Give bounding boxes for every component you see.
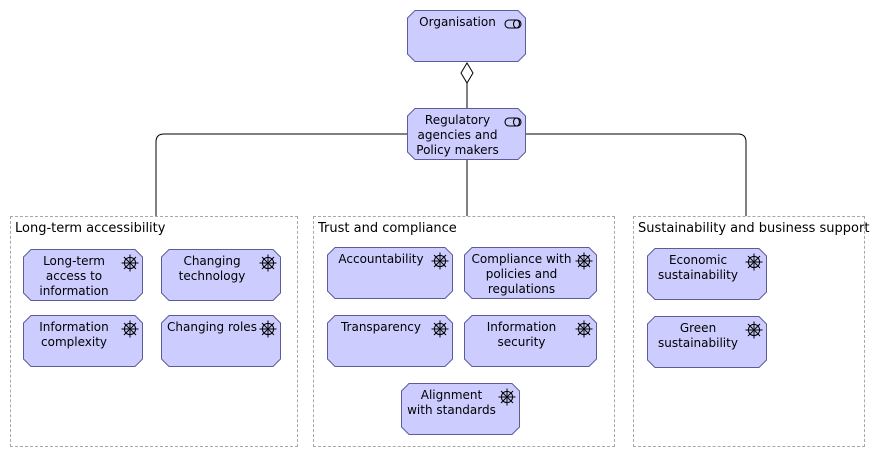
driver-changing-technology[interactable]: Changing technology [161, 249, 281, 301]
element-label: Alignment with standards [407, 388, 496, 417]
group-label: Trust and compliance [318, 221, 457, 236]
element-shape [407, 108, 526, 160]
element-label: Transparency [340, 320, 422, 334]
element-shape [23, 315, 143, 367]
driver-wheel-icon [745, 321, 763, 339]
driver-changing-roles[interactable]: Changing roles [161, 315, 281, 367]
group-sustainability[interactable]: Sustainability and business support [633, 216, 869, 447]
driver-transparency[interactable]: Transparency [327, 315, 453, 367]
element-label: Information complexity [39, 320, 109, 349]
driver-wheel-icon [121, 320, 139, 338]
element-shape [161, 249, 281, 301]
element-label: Economic sustainability [658, 253, 738, 282]
driver-wheel-icon [575, 252, 593, 270]
element-label: Information security [486, 320, 557, 349]
role-icon [504, 19, 522, 29]
driver-wheel-icon [575, 320, 593, 338]
element-label: Changing technology [178, 254, 246, 283]
driver-wheel-icon [121, 254, 139, 272]
aggregation-diamond [460, 62, 474, 84]
driver-wheel-icon [431, 320, 449, 338]
element-shape [161, 315, 281, 367]
actor-regulatory-agencies[interactable]: Regulatory agencies and Policy makers [407, 108, 526, 160]
driver-wheel-icon [431, 252, 449, 270]
group-label: Long-term accessibility [15, 221, 166, 236]
driver-alignment-with-standards[interactable]: Alignment with standards [401, 383, 520, 435]
element-shape [407, 10, 526, 62]
driver-accountability[interactable]: Accountability [327, 247, 453, 299]
element-label: Long-term access to information [39, 254, 109, 298]
element-label: Changing roles [167, 320, 257, 334]
element-shape [401, 383, 520, 435]
group-trust-and-compliance[interactable]: Trust and compliance [313, 216, 615, 447]
driver-green-sustainability[interactable]: Green sustainability [647, 316, 767, 368]
driver-wheel-icon [259, 254, 277, 272]
driver-long-term-access[interactable]: Long-term access to information [23, 249, 143, 301]
element-label: Compliance with policies and regulations [471, 252, 572, 296]
element-label: Regulatory agencies and Policy makers [416, 113, 499, 157]
driver-wheel-icon [745, 253, 763, 271]
element-shape [327, 315, 453, 367]
group-label: Sustainability and business support [638, 221, 870, 236]
element-label: Organisation [419, 15, 496, 29]
driver-economic-sustainability[interactable]: Economic sustainability [647, 248, 767, 300]
element-shape [464, 247, 597, 299]
element-shape [647, 248, 767, 300]
actor-organisation[interactable]: Organisation [407, 10, 526, 62]
driver-compliance[interactable]: Compliance with policies and regulations [464, 247, 597, 299]
element-label: Green sustainability [658, 321, 738, 350]
driver-wheel-icon [259, 320, 277, 338]
driver-information-complexity[interactable]: Information complexity [23, 315, 143, 367]
element-label: Accountability [338, 252, 424, 266]
element-shape [327, 247, 453, 299]
group-long-term-accessibility[interactable]: Long-term accessibility [10, 216, 298, 447]
role-icon [504, 117, 522, 127]
driver-wheel-icon [498, 388, 516, 406]
connector-to-sustainability [526, 133, 747, 216]
connector-to-longterm [155, 133, 408, 216]
element-shape [647, 316, 767, 368]
element-shape [464, 315, 597, 367]
element-shape [23, 249, 143, 301]
driver-information-security[interactable]: Information security [464, 315, 597, 367]
